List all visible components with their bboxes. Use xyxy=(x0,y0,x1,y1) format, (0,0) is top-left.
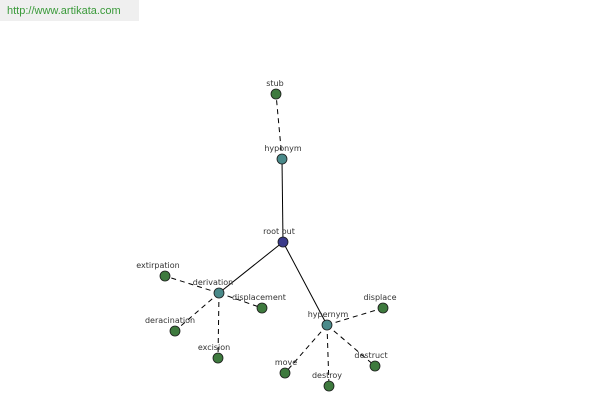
label-stub[interactable]: stub xyxy=(266,79,283,88)
node-excision[interactable] xyxy=(212,352,224,364)
label-excision[interactable]: excision xyxy=(198,343,230,352)
edge-derivation-extirpation xyxy=(164,275,220,294)
label-destroy[interactable]: destroy xyxy=(312,371,342,380)
edge-root-hypernym xyxy=(282,241,328,326)
label-hyponym[interactable]: hyponym xyxy=(264,144,302,153)
node-derivation[interactable] xyxy=(213,287,225,299)
graph-labels: root out hyponym derivation hypernym stub ext… xyxy=(136,79,396,380)
label-destruct[interactable]: destruct xyxy=(354,351,387,360)
node-destroy[interactable] xyxy=(323,380,335,392)
edge-derivation-displacement xyxy=(218,292,263,309)
node-extirpation[interactable] xyxy=(159,270,171,282)
label-root[interactable]: root out xyxy=(263,227,295,236)
graph-edges xyxy=(164,93,384,387)
graph-nodes xyxy=(159,88,389,392)
node-displacement[interactable] xyxy=(256,302,268,314)
label-displacement[interactable]: displacement xyxy=(232,293,286,302)
edge-derivation-deracination xyxy=(174,292,220,332)
label-hypernym[interactable]: hypernym xyxy=(308,310,349,319)
edge-derivation-excision xyxy=(217,292,220,359)
edge-hypernym-displace xyxy=(326,307,384,326)
edge-hypernym-move xyxy=(284,324,328,374)
edge-hyponym-stub xyxy=(275,93,283,160)
node-hyponym[interactable] xyxy=(276,153,288,165)
node-hypernym[interactable] xyxy=(321,319,333,331)
edge-root-hyponym xyxy=(281,158,284,243)
node-deracination[interactable] xyxy=(169,325,181,337)
label-extirpation[interactable]: extirpation xyxy=(136,261,179,270)
label-displace[interactable]: displace xyxy=(364,293,397,302)
label-derivation[interactable]: derivation xyxy=(193,278,233,287)
label-deracination[interactable]: deracination xyxy=(145,316,195,325)
node-displace[interactable] xyxy=(377,302,389,314)
edge-hypernym-destruct xyxy=(326,324,376,367)
edge-hypernym-destroy xyxy=(326,324,330,387)
node-destruct[interactable] xyxy=(369,360,381,372)
site-url-label[interactable]: http://www.artikata.com xyxy=(0,0,139,21)
node-root[interactable] xyxy=(277,236,289,248)
label-move[interactable]: move xyxy=(275,358,297,367)
node-move[interactable] xyxy=(279,367,291,379)
node-stub[interactable] xyxy=(270,88,282,100)
edge-root-derivation xyxy=(218,241,284,294)
